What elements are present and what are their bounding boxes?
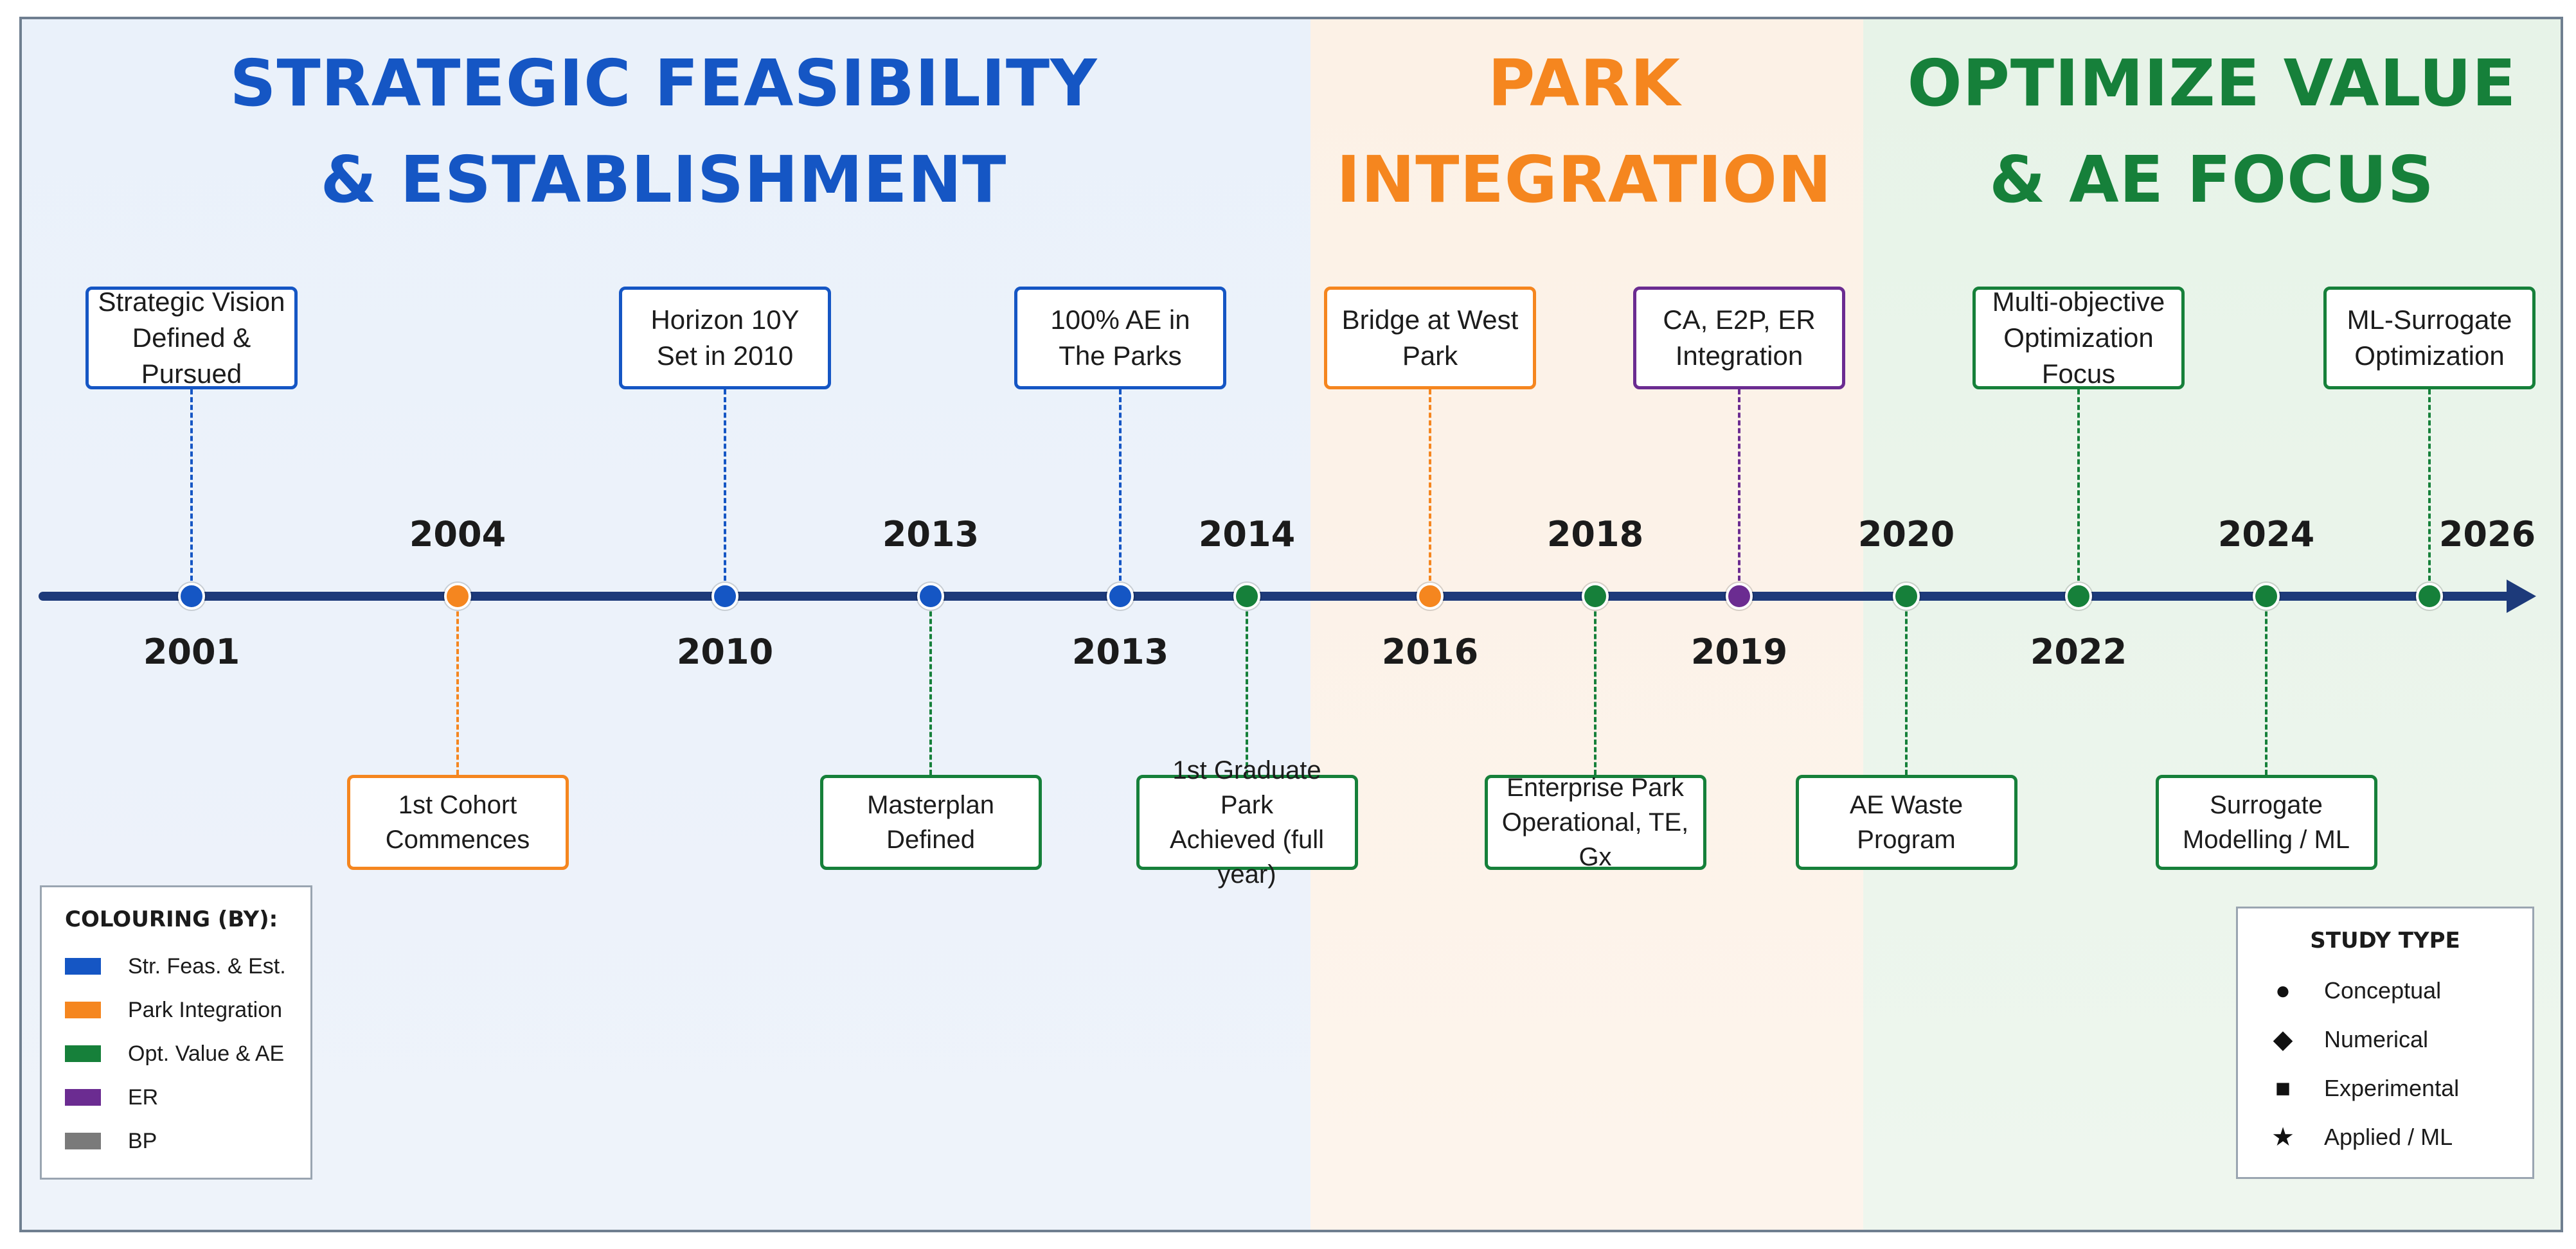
star-icon: ★ — [2271, 1123, 2294, 1151]
legend-swatch-green — [65, 1045, 101, 1062]
milestone-2026-12-box: ML-Surrogate Optimization — [2323, 287, 2536, 389]
milestone-2014-5-box: 1st Graduate Park Achieved (full year) — [1136, 756, 1358, 889]
milestone-2022-10-box: Multi-objective Optimization Focus — [1972, 287, 2185, 389]
milestone-2022-10-connector — [2077, 389, 2080, 596]
milestone-2018-7-connector — [1594, 596, 1597, 775]
legend-label: Opt. Value & AE — [128, 1041, 285, 1066]
milestone-2013-4-year: 2013 — [1071, 632, 1169, 672]
legend-label: ER — [128, 1085, 159, 1110]
study-type-label: Conceptual — [2324, 977, 2442, 1004]
legend-swatch-purple — [65, 1089, 101, 1106]
timeline-arrow-icon — [2507, 580, 2536, 613]
legend-item-purple: ER — [65, 1081, 158, 1113]
timeline-axis — [39, 592, 2513, 601]
milestone-2013-3-dot — [917, 583, 944, 610]
milestone-2013-4-connector — [1119, 389, 1122, 596]
milestone-2024-11-connector — [2265, 596, 2267, 775]
milestone-2010-2-box: Horizon 10Y Set in 2010 — [619, 287, 831, 389]
legend-item-blue: Str. Feas. & Est. — [65, 950, 286, 982]
legend-label: Park Integration — [128, 997, 283, 1022]
legend-swatch-blue — [65, 958, 101, 975]
milestone-2016-6-year: 2016 — [1381, 632, 1479, 672]
circle-icon: ● — [2275, 977, 2291, 1005]
legend-item-gray: BP — [65, 1125, 157, 1157]
milestone-2010-2-year: 2010 — [676, 632, 774, 672]
legend-label: Str. Feas. & Est. — [128, 953, 286, 979]
milestone-2014-5-year: 2014 — [1198, 514, 1296, 554]
milestone-2024-11-box: Surrogate Modelling / ML — [2155, 775, 2377, 870]
milestone-2001-0-connector — [190, 389, 193, 596]
milestone-2010-2-connector — [724, 389, 726, 596]
milestone-2018-7-box: Enterprise Park Operational, TE, Gx — [1484, 774, 1706, 871]
milestone-2018-7-year: 2018 — [1546, 514, 1644, 554]
milestone-2024-11-dot — [2253, 583, 2280, 610]
milestone-2004-1-year: 2004 — [409, 514, 506, 554]
milestone-2020-9-year: 2020 — [1857, 514, 1955, 554]
milestone-2001-0-box: Strategic Vision Defined & Pursued — [85, 287, 298, 389]
milestone-2001-0-dot — [178, 583, 205, 610]
milestone-2022-10-year: 2022 — [2030, 632, 2127, 672]
milestone-2026-12-dot — [2416, 583, 2443, 610]
diamond-icon: ◆ — [2273, 1025, 2293, 1054]
legend-item-green: Opt. Value & AE — [65, 1038, 284, 1070]
legend-swatch-gray — [65, 1133, 101, 1149]
milestone-2013-3-box: Masterplan Defined — [819, 775, 1042, 870]
milestone-2014-5-connector — [1246, 596, 1248, 775]
study-type-title: STUDY TYPE — [2310, 928, 2460, 953]
study-type-item: ★ Applied / ML — [2264, 1119, 2453, 1155]
milestone-2020-9-box: AE Waste Program — [1795, 775, 2017, 870]
milestone-2019-8-dot — [1726, 583, 1753, 610]
milestone-2010-2-dot — [711, 583, 738, 610]
legend-title: COLOURING (BY): — [65, 907, 278, 932]
milestone-2004-1-box: 1st Cohort Commences — [346, 775, 569, 870]
milestone-2019-8-year: 2019 — [1690, 632, 1788, 672]
milestone-2016-6-box: Bridge at West Park — [1324, 287, 1536, 389]
study-type-label: Applied / ML — [2324, 1124, 2453, 1150]
milestone-2020-9-connector — [1905, 596, 1908, 775]
colouring-legend: COLOURING (BY): Str. Feas. & Est. Park In… — [40, 885, 312, 1180]
legend-swatch-orange — [65, 1002, 101, 1018]
square-icon: ■ — [2275, 1074, 2291, 1103]
study-type-item: ● Conceptual — [2264, 973, 2441, 1009]
study-type-label: Experimental — [2324, 1075, 2460, 1101]
phase-band-park-integration — [1310, 19, 1863, 1230]
milestone-2001-0-year: 2001 — [143, 632, 240, 672]
study-type-item: ■ Experimental — [2264, 1070, 2459, 1106]
milestone-2019-8-connector — [1738, 389, 1740, 596]
milestone-2020-9-dot — [1893, 583, 1920, 610]
milestone-2004-1-connector — [456, 596, 459, 775]
milestone-2024-11-year: 2024 — [2217, 514, 2315, 554]
milestone-2014-5-dot — [1233, 583, 1260, 610]
milestone-2016-6-dot — [1417, 583, 1444, 610]
study-type-label: Numerical — [2324, 1026, 2429, 1052]
milestone-2013-3-connector — [929, 596, 932, 775]
milestone-2026-12-connector — [2428, 389, 2431, 596]
milestone-2004-1-dot — [444, 583, 471, 610]
phase-title-optimize: OPTIMIZE VALUE & AE FOCUS — [1907, 46, 2517, 217]
legend-label: BP — [128, 1128, 157, 1153]
milestone-2016-6-connector — [1429, 389, 1431, 596]
milestone-2018-7-dot — [1582, 583, 1609, 610]
milestone-2013-3-year: 2013 — [882, 514, 979, 554]
milestone-2022-10-dot — [2065, 583, 2092, 610]
phase-title-park-integration: PARK INTEGRATION — [1336, 46, 1832, 217]
study-type-legend: STUDY TYPE ● Conceptual ◆ Numerical ■ Experim… — [2236, 907, 2534, 1179]
milestone-2019-8-box: CA, E2P, ER Integration — [1633, 287, 1845, 389]
milestone-2013-4-box: 100% AE in The Parks — [1014, 287, 1226, 389]
milestone-2026-12-year: 2026 — [2438, 514, 2536, 554]
legend-item-orange: Park Integration — [65, 994, 282, 1026]
milestone-2013-4-dot — [1107, 583, 1134, 610]
phase-title-strategic: STRATEGIC FEASIBILITY & ESTABLISHMENT — [229, 46, 1098, 217]
study-type-item: ◆ Numerical — [2264, 1022, 2428, 1058]
